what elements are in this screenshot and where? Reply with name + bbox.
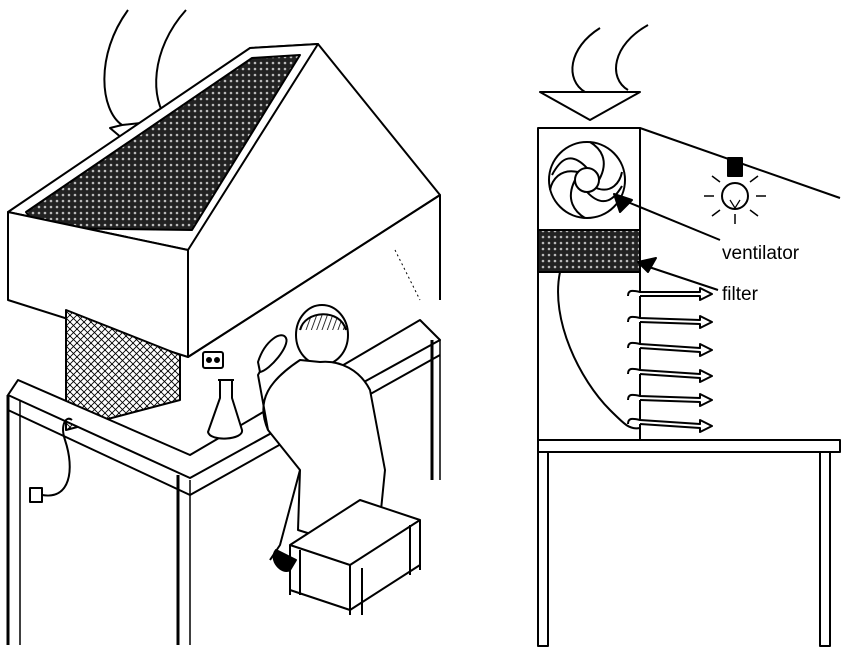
cabinet-perspective-view — [8, 10, 440, 645]
power-outlet — [30, 488, 42, 502]
cabinet-cross-section — [538, 25, 840, 646]
ventilator-fan-icon — [549, 142, 625, 218]
filter-pointer — [640, 264, 718, 290]
hepa-filter-block — [538, 230, 640, 272]
flask-icon — [208, 380, 242, 439]
held-petri-dish-icon — [258, 335, 287, 372]
label-ventilator: ventilator — [722, 243, 800, 264]
label-filter: filter — [722, 284, 759, 305]
work-table-top — [538, 440, 840, 452]
airflow-in-arrow-right — [540, 25, 648, 120]
